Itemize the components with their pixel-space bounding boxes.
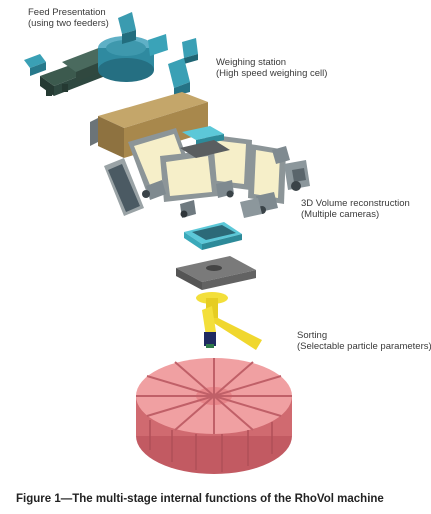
sorting-label-line2: (Selectable particle parameters) <box>297 341 431 352</box>
volume-tray <box>184 222 242 250</box>
volume-label-line2: (Multiple cameras) <box>301 209 380 220</box>
camera-frame <box>104 126 286 216</box>
feed-label-line1: Feed Presentation <box>28 7 106 18</box>
sorting-label: Sorting (Selectable particle parameters) <box>297 330 431 352</box>
sorting-plate <box>176 256 256 290</box>
feed-label-line2: (using two feeders) <box>28 18 109 29</box>
feeder-assembly <box>24 12 168 96</box>
sorting-carousel <box>136 358 292 474</box>
camera-units <box>142 146 310 218</box>
figure-caption: Figure 1—The multi-stage internal functi… <box>16 493 384 505</box>
weighing-label: Weighing station (High speed weighing ce… <box>216 57 327 79</box>
volume-label: 3D Volume reconstruction (Multiple camer… <box>301 198 410 220</box>
volume-label-line1: 3D Volume reconstruction <box>301 198 410 209</box>
feed-label: Feed Presentation (using two feeders) <box>28 7 109 29</box>
sorting-label-line1: Sorting <box>297 330 328 341</box>
sorter-arm <box>196 292 262 350</box>
weighing-cell <box>168 38 198 96</box>
weighing-label-line1: Weighing station <box>216 57 287 68</box>
weighing-label-line2: (High speed weighing cell) <box>216 68 328 79</box>
